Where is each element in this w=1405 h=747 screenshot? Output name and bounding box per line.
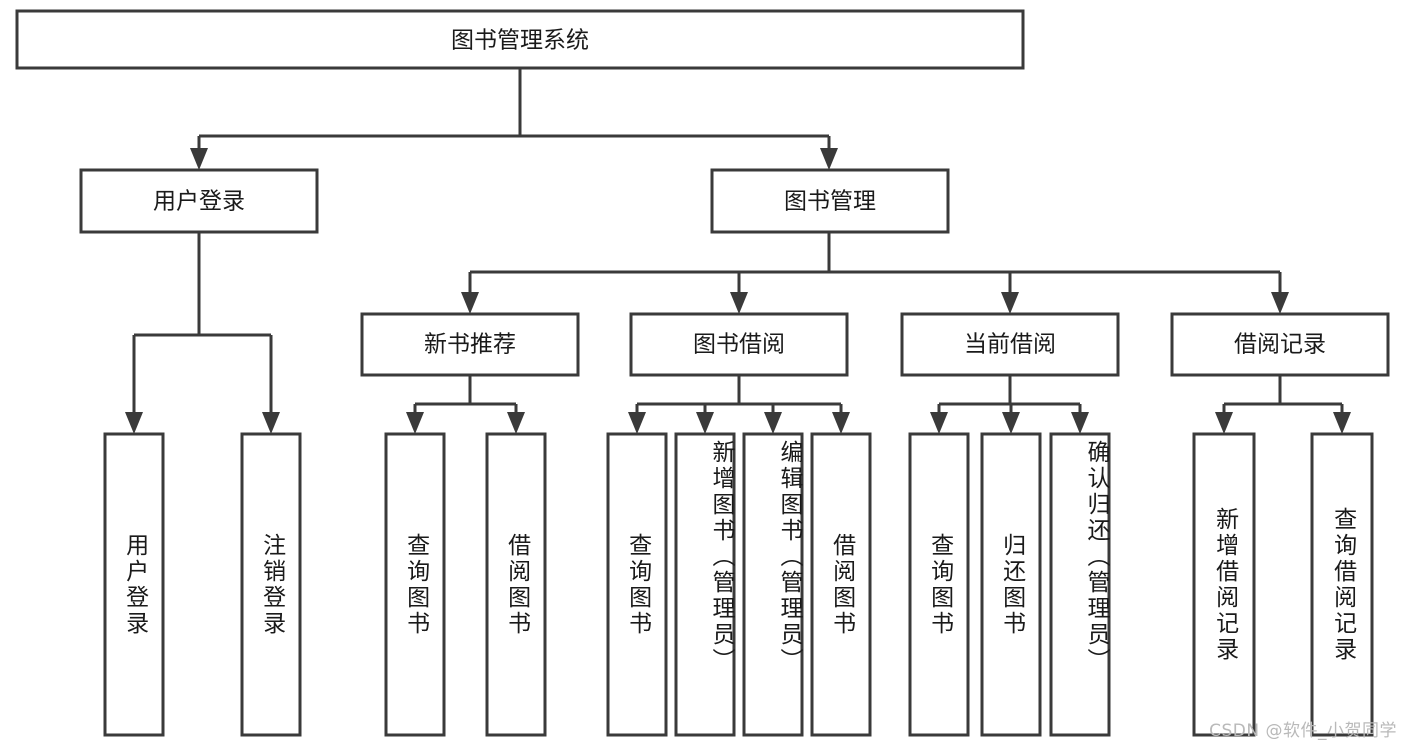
node-leaf-borrow-book-2[interactable] <box>810 432 872 737</box>
node-current-borrow[interactable] <box>900 312 1120 377</box>
node-book-management-label: 图书管理 <box>784 189 876 215</box>
arrow-head-user-login <box>190 148 208 170</box>
connector-group <box>125 68 1351 434</box>
arrow-head-leaf-logout <box>262 412 280 434</box>
arrow-head-leaf-query-book-2 <box>628 412 646 434</box>
arrow-head-book-management <box>820 148 838 170</box>
node-leaf-query-record[interactable] <box>1310 432 1374 737</box>
node-new-book-recommend-label: 新书推荐 <box>424 332 516 358</box>
arrow-head-borrow-record <box>1271 292 1289 314</box>
node-book-borrow-label: 图书借阅 <box>693 332 785 358</box>
node-leaf-borrow-book-1[interactable] <box>485 432 547 737</box>
arrow-head-leaf-return-book <box>1002 412 1020 434</box>
node-leaf-return-book[interactable] <box>980 432 1042 737</box>
arrow-head-leaf-query-book-1 <box>406 412 424 434</box>
node-root[interactable] <box>15 9 1025 70</box>
node-box-group: 图书管理系统 用户登录 图书管理 新书推荐 图书借阅 当前借阅 借阅记录 <box>15 9 1390 737</box>
node-leaf-query-book-3[interactable] <box>908 432 970 737</box>
arrow-head-leaf-add-book <box>696 412 714 434</box>
arrow-head-new-book-recommend <box>461 292 479 314</box>
arrow-head-book-borrow <box>730 292 748 314</box>
node-book-borrow[interactable] <box>629 312 849 377</box>
node-leaf-add-book[interactable] <box>674 432 736 737</box>
arrow-head-leaf-edit-book <box>764 412 782 434</box>
node-borrow-record[interactable] <box>1170 312 1390 377</box>
arrow-head-current-borrow <box>1001 292 1019 314</box>
arrow-head-leaf-confirm-return <box>1071 412 1089 434</box>
node-user-login-label: 用户登录 <box>153 189 245 215</box>
node-book-management[interactable] <box>710 168 950 234</box>
node-new-book-recommend[interactable] <box>360 312 580 377</box>
node-leaf-confirm-return[interactable] <box>1049 432 1111 737</box>
arrow-head-leaf-borrow-book-2 <box>832 412 850 434</box>
node-borrow-record-label: 借阅记录 <box>1234 332 1326 358</box>
node-current-borrow-label: 当前借阅 <box>964 332 1056 358</box>
node-root-label: 图书管理系统 <box>451 28 589 54</box>
node-leaf-user-login[interactable] <box>103 432 165 737</box>
node-user-login[interactable] <box>79 168 319 234</box>
arrow-head-leaf-user-login <box>125 412 143 434</box>
node-leaf-logout[interactable] <box>240 432 302 737</box>
arrow-head-leaf-borrow-book-1 <box>507 412 525 434</box>
arrow-head-leaf-query-record <box>1333 412 1351 434</box>
arrow-head-leaf-add-record <box>1215 412 1233 434</box>
watermark-text: CSDN @软件_小贺同学 <box>1209 721 1397 741</box>
arrow-head-leaf-query-book-3 <box>930 412 948 434</box>
node-leaf-add-record[interactable] <box>1192 432 1256 737</box>
node-leaf-edit-book[interactable] <box>742 432 804 737</box>
node-leaf-query-book-1[interactable] <box>384 432 446 737</box>
node-leaf-query-book-2[interactable] <box>606 432 668 737</box>
